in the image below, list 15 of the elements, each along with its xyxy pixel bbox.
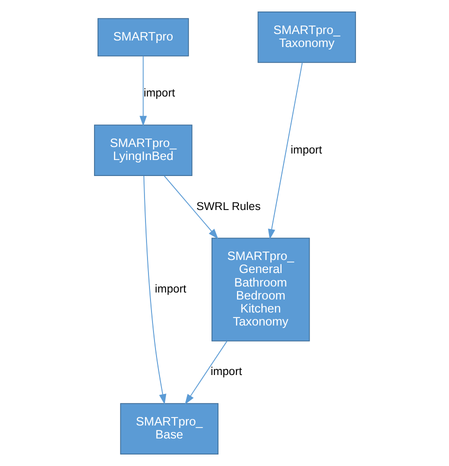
arrow bbox=[142, 175, 166, 405]
edge-label: import bbox=[143, 88, 174, 100]
node-box: SMARTpro_ Base bbox=[120, 403, 218, 454]
edge-label: import bbox=[290, 144, 322, 156]
edge-label: import bbox=[210, 366, 242, 378]
node-box: SMARTpro_ LyingInBed bbox=[94, 124, 192, 176]
edge-label: SWRL Rules bbox=[196, 200, 260, 213]
arrow bbox=[268, 62, 302, 240]
arrow bbox=[184, 340, 227, 405]
edge-label: import bbox=[154, 284, 186, 296]
node-box: SMARTpro_ Taxonomy bbox=[257, 12, 356, 63]
arrow bbox=[139, 56, 146, 126]
node-box: SMARTpro_ General Bathroom Bedroom Kitchen Taxonomy bbox=[211, 238, 310, 342]
arrow bbox=[163, 175, 218, 240]
node-box: SMARTpro bbox=[97, 18, 188, 56]
